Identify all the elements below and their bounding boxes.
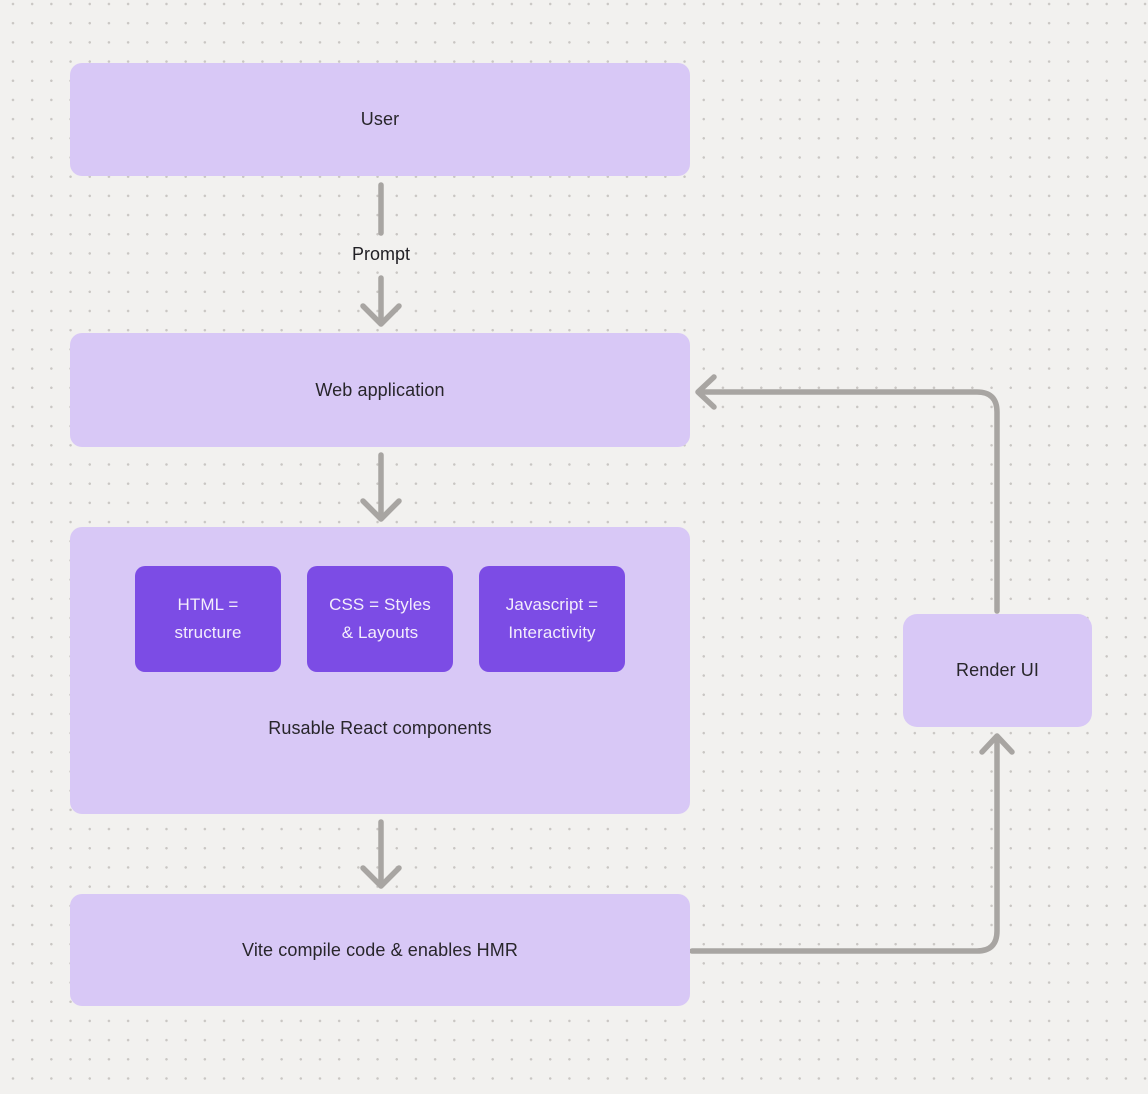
edge-vite-to-renderui	[689, 738, 1000, 954]
components-chip-row: HTML = structure CSS = Styles & Layouts …	[70, 566, 690, 672]
chip-css[interactable]: CSS = Styles & Layouts	[307, 566, 453, 672]
chip-javascript[interactable]: Javascript = Interactivity	[479, 566, 625, 672]
node-render-ui[interactable]: Render UI	[903, 614, 1092, 727]
node-user-label: User	[360, 109, 400, 129]
arrow-down-icon	[360, 303, 402, 327]
node-web-application-label: Web application	[315, 379, 445, 400]
node-vite-label: Vite compile code & enables HMR	[242, 939, 518, 960]
chip-html[interactable]: HTML = structure	[135, 566, 281, 672]
arrow-down-icon	[360, 498, 402, 522]
node-user[interactable]: User	[70, 63, 690, 176]
arrow-up-icon	[979, 733, 1015, 755]
chip-html-line2: structure	[174, 623, 242, 642]
node-components-container[interactable]: HTML = structure CSS = Styles & Layouts …	[70, 527, 690, 814]
chip-html-line1: HTML =	[177, 595, 239, 614]
edge-renderui-to-webapp	[700, 389, 1000, 614]
components-caption: Rusable React components	[268, 718, 492, 738]
chip-css-line2: & Layouts	[341, 623, 419, 642]
arrow-down-icon	[360, 865, 402, 889]
chip-javascript-line2: Interactivity	[508, 623, 596, 642]
chip-css-line1: CSS = Styles	[329, 595, 431, 614]
arrow-left-icon	[695, 374, 717, 410]
edge-label-prompt: Prompt	[351, 244, 411, 264]
chip-javascript-line1: Javascript =	[505, 595, 599, 614]
node-render-ui-label: Render UI	[956, 660, 1039, 680]
node-vite[interactable]: Vite compile code & enables HMR	[70, 894, 690, 1006]
node-web-application[interactable]: Web application	[70, 333, 690, 447]
